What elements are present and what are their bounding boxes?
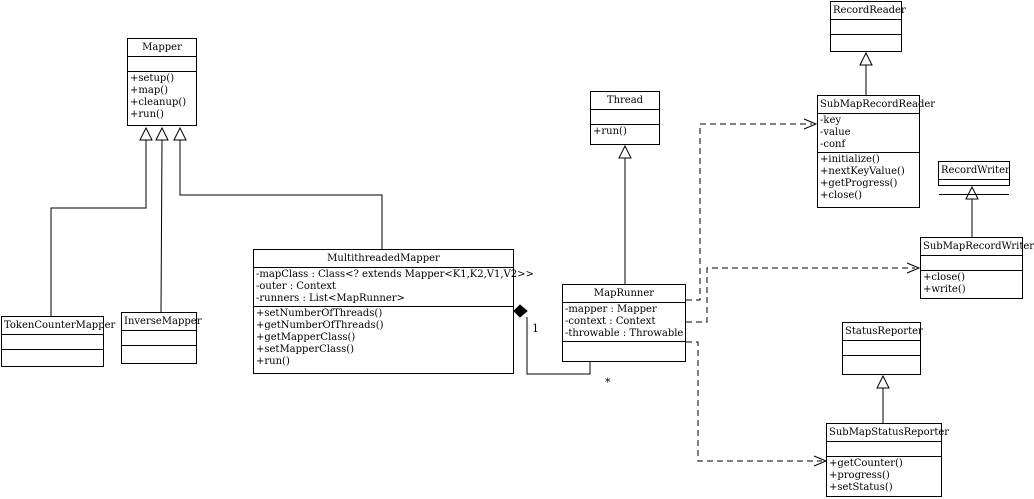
class-name: RecordReader [831,2,906,20]
class-name: Mapper [128,39,196,57]
class-name: SubMapRecordWriter [921,238,1034,256]
generalization-arrowhead [155,126,169,141]
operations: +initialize()+nextKeyValue()+getProgress… [818,153,919,203]
class-name: RecordWriter [939,162,1010,180]
class-name: MultithreadedMapper [254,250,513,268]
attributes [939,180,1009,195]
operation: +setup() [130,73,175,84]
attributes [122,331,196,346]
attribute: -throwable : Throwable [565,328,684,339]
operations: +setup()+map()+cleanup()+run() [128,72,196,122]
class-name: StatusReporter [843,323,923,341]
dependency-arrowhead [906,262,921,274]
operations [563,342,685,356]
operation: +initialize() [820,154,880,165]
class-name: InverseMapper [122,313,202,331]
class-token-counter-mapper: TokenCounterMapper [1,316,115,367]
generalization-token-counter-mapper [50,140,147,316]
dependency-sub-map-record-reader [686,123,812,301]
operation: +getMapperClass() [256,332,356,343]
composition-diamond [513,304,528,318]
attributes [921,256,1022,271]
attributes: -mapper : Mapper-context : Context-throw… [563,303,685,342]
generalization-arrowhead [618,144,632,159]
operation: +setMapperClass() [256,344,355,355]
class-map-runner: MapRunner -mapper : Mapper-context : Con… [562,284,686,362]
attribute: -value [820,127,851,138]
class-record-writer: RecordWriter [938,161,1010,195]
operations [831,35,901,49]
operation: +progress() [829,470,890,481]
operation: +cleanup() [130,97,187,108]
class-sub-map-status-reporter: SubMapStatusReporter +getCounter()+progr… [826,423,949,497]
class-status-reporter: StatusReporter [842,322,923,375]
dependency-sub-map-record-writer [686,267,915,323]
operations: +getCounter()+progress()+setStatus() [827,457,941,495]
composition-line [526,317,591,375]
attribute: -key [820,115,842,126]
operation: +write() [923,284,966,295]
attributes: -key-value-conf [818,114,919,153]
operation: +setNumberOfThreads() [256,308,383,319]
generalization-arrowhead [876,374,890,389]
generalization-arrowhead [139,126,153,141]
attribute: -conf [820,139,846,150]
operation: +close() [923,272,966,283]
attributes [827,442,941,457]
operation: +run() [593,126,627,137]
operation: +getCounter() [829,458,903,469]
generalization-arrowhead [173,126,187,141]
operations [843,356,920,370]
dependency-sub-map-status-reporter [686,341,822,462]
attributes [2,335,103,350]
generalization-arrowhead [859,51,873,66]
operation: +setStatus() [829,482,893,493]
operation: +run() [130,109,164,120]
operations [939,195,1009,209]
attributes [128,57,196,72]
generalization-inverse-mapper [160,139,163,313]
operations: +setNumberOfThreads()+getNumberOfThreads… [254,307,513,369]
operation: +getProgress() [820,178,898,189]
class-name: SubMapStatusReporter [827,424,949,442]
class-mapper: Mapper +setup()+map()+cleanup()+run() [127,38,197,126]
operations: +run() [591,125,659,139]
generalization-multithreaded-mapper [179,140,383,249]
class-thread: Thread +run() [590,91,660,145]
operation: +map() [130,85,169,96]
operations [2,350,103,364]
attributes: -mapClass : Class<? extends Mapper<K1,K2… [254,268,534,307]
operation: +close() [820,190,863,201]
class-sub-map-record-reader: SubMapRecordReader -key-value-conf +init… [817,95,935,208]
attributes [843,341,920,356]
class-name: SubMapRecordReader [818,96,935,114]
attribute: -outer : Context [256,281,336,292]
class-name: Thread [591,92,659,110]
operation: +getNumberOfThreads() [256,320,384,331]
operations [122,346,196,360]
class-name: TokenCounterMapper [2,317,115,335]
multiplicity-one: 1 [532,322,539,335]
class-inverse-mapper: InverseMapper [121,312,202,364]
multiplicity-many: * [605,376,611,389]
class-sub-map-record-writer: SubMapRecordWriter +close()+write() [920,237,1034,299]
generalization-arrowhead [965,185,979,200]
attribute: -mapper : Mapper [565,304,657,315]
operation: +nextKeyValue() [820,166,905,177]
class-name: MapRunner [563,285,685,303]
class-multithreaded-mapper: MultithreadedMapper -mapClass : Class<? … [253,249,534,374]
attributes [831,20,901,35]
operations: +close()+write() [921,271,1022,297]
attribute: -runners : List<MapRunner> [256,293,405,304]
class-record-reader: RecordReader [830,1,906,52]
attribute: -context : Context [565,316,656,327]
attributes [591,110,659,125]
operation: +run() [256,356,290,367]
dependency-arrowhead [803,118,818,130]
attribute: -mapClass : Class<? extends Mapper<K1,K2… [256,269,534,280]
